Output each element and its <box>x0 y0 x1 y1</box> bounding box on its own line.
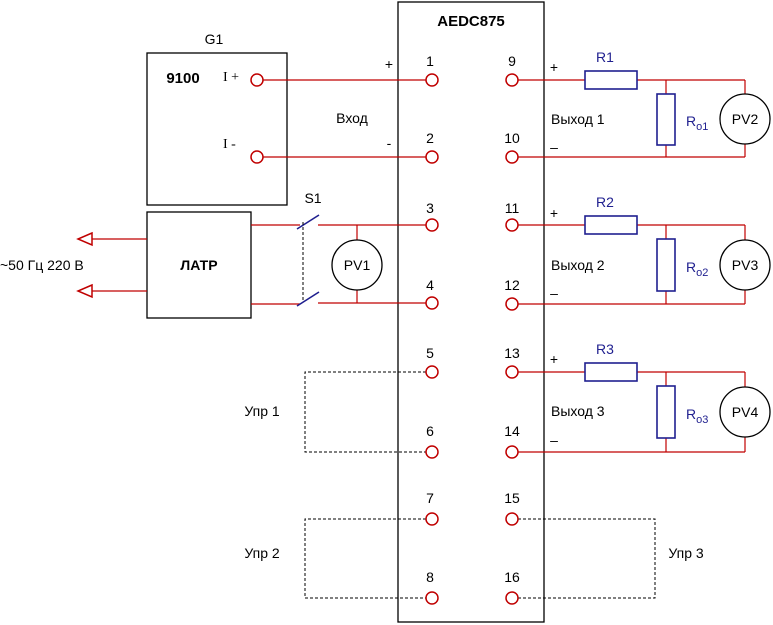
terminal-2 <box>425 150 439 164</box>
terminal-15 <box>505 512 519 526</box>
load-ro1-sub: о1 <box>696 121 708 133</box>
voltmeter-pv3 <box>719 239 771 291</box>
input-label: Вход <box>336 110 368 126</box>
input-minus-sign: - <box>387 135 392 151</box>
source-terminal-plus <box>250 73 264 87</box>
voltmeter-pv1 <box>331 239 383 291</box>
output-2-minus-sign: – <box>550 285 558 301</box>
output-2-plus-sign: + <box>550 205 558 221</box>
terminal-14 <box>505 445 519 459</box>
terminal-label-3: 3 <box>426 200 434 216</box>
terminal-label-15: 15 <box>504 490 520 506</box>
terminal-7 <box>425 512 439 526</box>
switch-ref: S1 <box>304 190 321 206</box>
meter-pv4-label: PV4 <box>732 404 759 420</box>
resistor-r3 <box>584 362 638 382</box>
control-label-3: Упр 3 <box>668 545 704 561</box>
load-ro2-label: Rо2 <box>686 259 708 279</box>
meter-pv1-label: PV1 <box>344 257 371 273</box>
source-pin-plus: I + <box>223 70 239 85</box>
input-plus-sign: + <box>385 56 393 72</box>
control-loop-2 <box>304 518 426 599</box>
meter-pv3-label: PV3 <box>732 257 759 273</box>
control-loop-1 <box>304 371 426 453</box>
terminal-label-1: 1 <box>426 53 434 69</box>
load-ro3-main: R <box>686 406 696 422</box>
terminal-16 <box>505 591 519 605</box>
output-1-plus-sign: + <box>550 59 558 75</box>
terminal-12 <box>505 297 519 311</box>
mains-arrow-top-icon <box>76 231 93 247</box>
load-ro2-main: R <box>686 259 696 275</box>
load-resistor-ro2 <box>656 238 676 292</box>
latr-label: ЛАТР <box>180 257 217 273</box>
meter-pv2-label: PV2 <box>732 111 759 127</box>
terminal-label-6: 6 <box>426 423 434 439</box>
load-ro1-label: Rо1 <box>686 113 708 133</box>
load-ro3-sub: о3 <box>696 414 708 426</box>
terminal-label-7: 7 <box>426 490 434 506</box>
control-label-2: Упр 2 <box>244 545 280 561</box>
resistor-r2-label: R2 <box>596 194 614 210</box>
latr-box <box>146 211 252 319</box>
terminal-1 <box>425 73 439 87</box>
switch-contact-bottom-icon <box>296 291 320 307</box>
mains-arrow-bottom-icon <box>76 283 93 299</box>
terminal-3 <box>425 218 439 232</box>
terminal-label-13: 13 <box>504 345 520 361</box>
terminal-label-5: 5 <box>426 345 434 361</box>
control-label-1: Упр 1 <box>244 403 280 419</box>
source-model: 9100 <box>166 70 199 87</box>
control-loop-3 <box>518 518 656 599</box>
terminal-label-4: 4 <box>426 277 434 293</box>
terminal-label-10: 10 <box>504 130 520 146</box>
module-body <box>397 1 545 623</box>
switch-contact-top-icon <box>296 214 320 230</box>
output-3-plus-sign: + <box>550 351 558 367</box>
output-2-label: Выход 2 <box>551 257 605 273</box>
resistor-r3-label: R3 <box>596 341 614 357</box>
terminal-11 <box>505 218 519 232</box>
resistor-r2 <box>584 215 638 235</box>
terminal-label-9: 9 <box>508 53 516 69</box>
output-1-label: Выход 1 <box>551 111 605 127</box>
terminal-9 <box>505 73 519 87</box>
load-resistor-ro1 <box>656 93 676 146</box>
terminal-label-12: 12 <box>504 277 520 293</box>
resistor-r1 <box>584 70 638 90</box>
mains-label: ~50 Гц 220 В <box>0 257 84 273</box>
load-ro2-sub: о2 <box>696 267 708 279</box>
load-resistor-ro3 <box>656 385 676 439</box>
output-1-minus-sign: – <box>550 139 558 155</box>
terminal-10 <box>505 150 519 164</box>
terminal-label-11: 11 <box>505 200 520 216</box>
source-terminal-minus <box>250 150 264 164</box>
terminal-8 <box>425 591 439 605</box>
terminal-13 <box>505 365 519 379</box>
source-box <box>146 52 288 206</box>
terminal-label-8: 8 <box>426 569 434 585</box>
resistor-r1-label: R1 <box>596 49 614 65</box>
load-ro3-label: Rо3 <box>686 406 708 426</box>
output-3-minus-sign: – <box>550 432 558 448</box>
terminal-label-16: 16 <box>504 569 520 585</box>
load-ro1-main: R <box>686 113 696 129</box>
terminal-4 <box>425 296 439 310</box>
terminal-label-14: 14 <box>504 423 520 439</box>
terminal-label-2: 2 <box>426 130 434 146</box>
terminal-5 <box>425 365 439 379</box>
source-ref: G1 <box>205 31 224 47</box>
output-3-label: Выход 3 <box>551 403 605 419</box>
voltmeter-pv2 <box>719 93 771 145</box>
terminal-6 <box>425 445 439 459</box>
module-title: AEDC875 <box>437 13 505 30</box>
voltmeter-pv4 <box>719 386 771 438</box>
source-pin-minus: I - <box>223 137 236 152</box>
